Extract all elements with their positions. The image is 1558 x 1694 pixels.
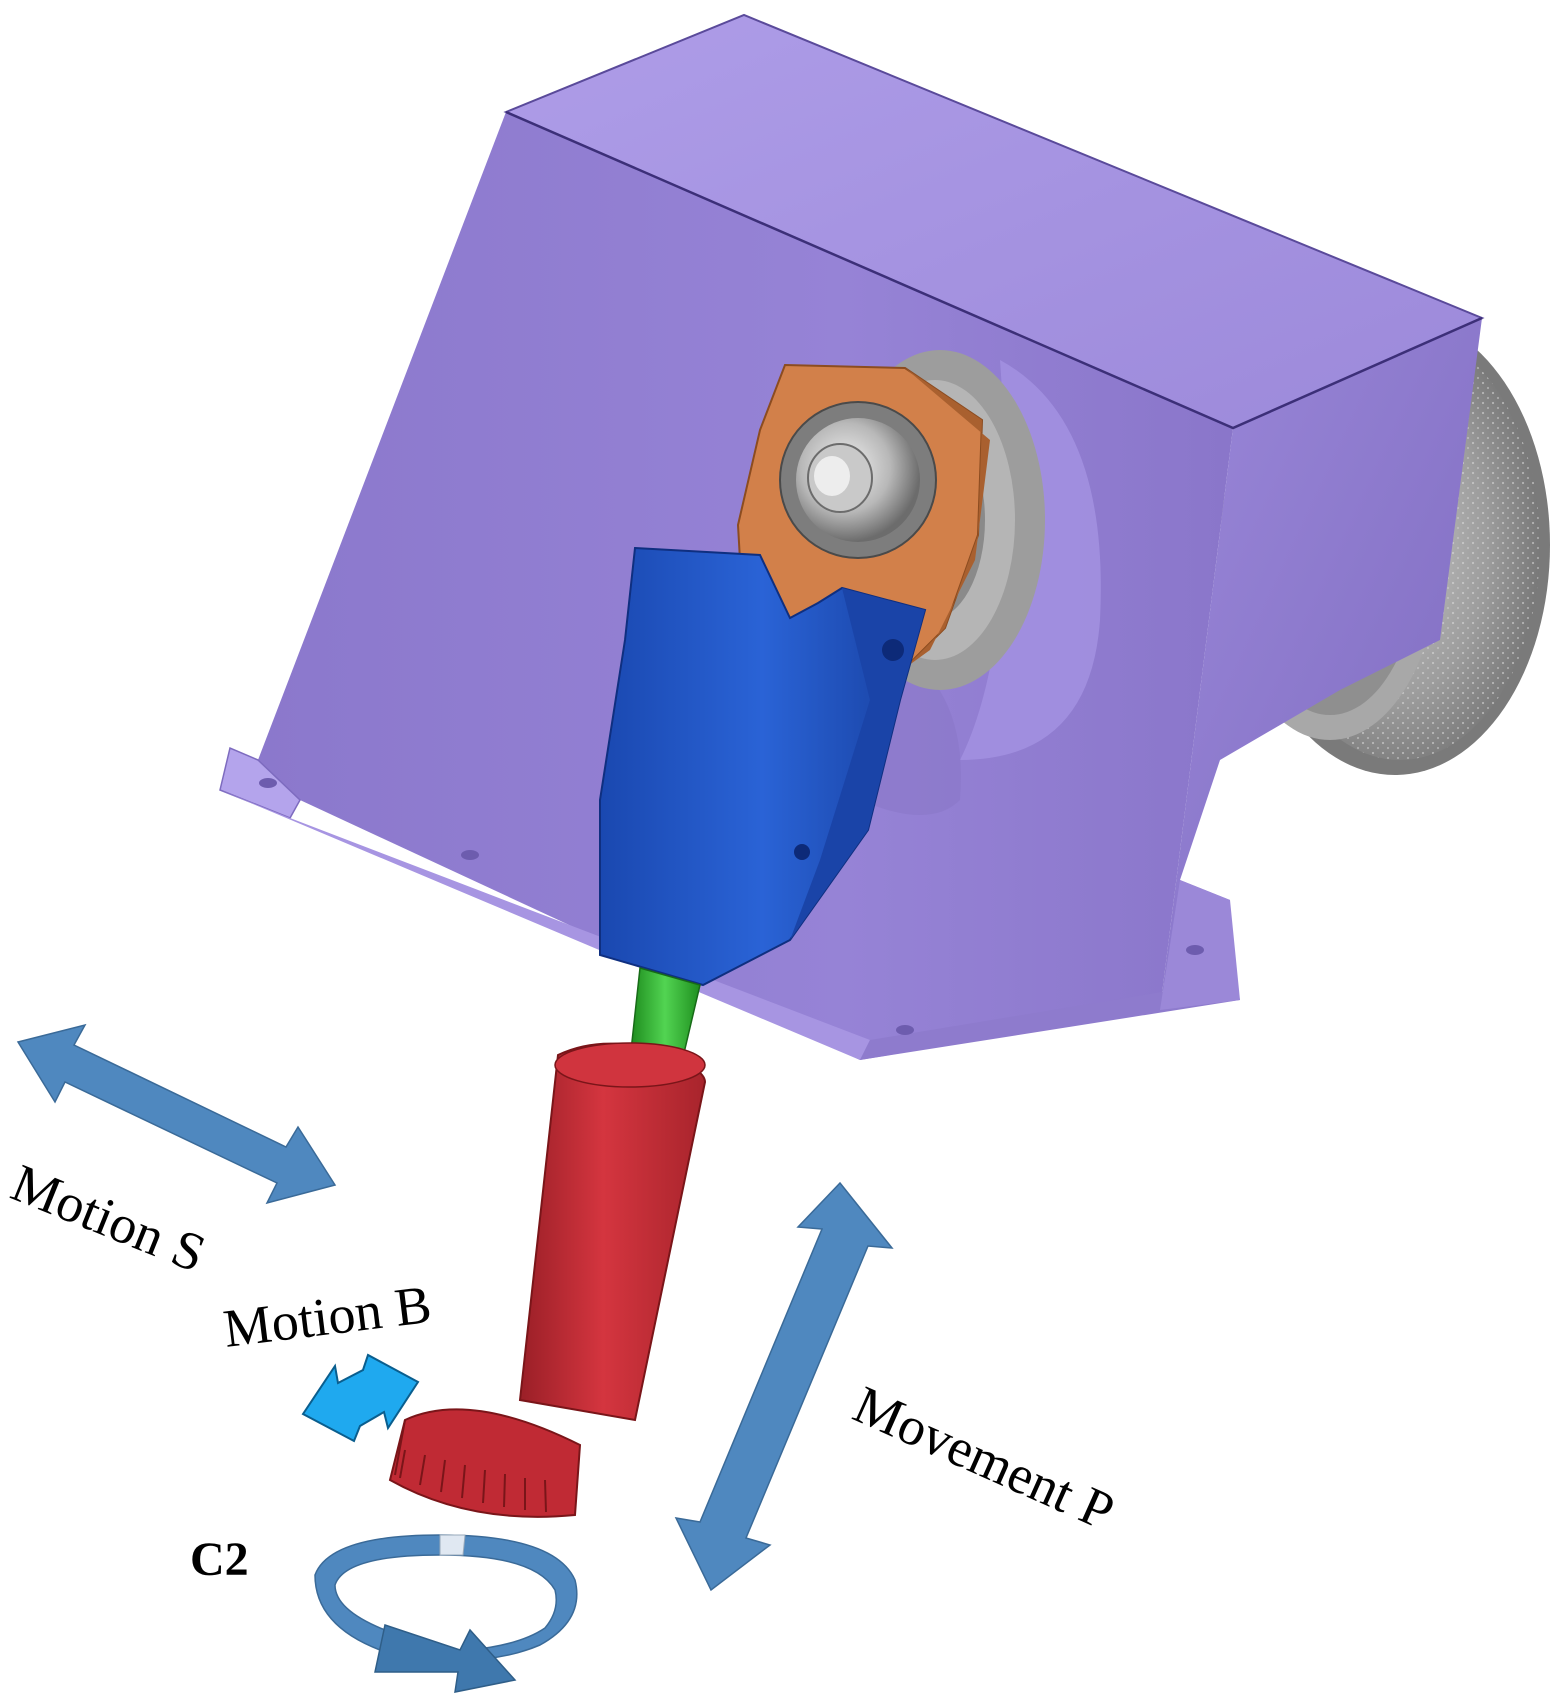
movement-p-label: Movement P: [845, 1374, 1123, 1542]
motion-s-label: Motion S: [4, 1152, 214, 1284]
motion-b-label: Motion B: [220, 1274, 434, 1359]
connecting-rod: [599, 546, 927, 987]
c2-label: C2: [190, 1533, 249, 1586]
gearbox-housing: [219, 13, 1485, 1060]
movement-p-arrow: [674, 1181, 894, 1592]
motion-b-arrow: [301, 1353, 420, 1443]
motion-s-arrow: [16, 1023, 337, 1205]
c2-rotation-arrow: [314, 1534, 578, 1693]
tool-shaft: [388, 1042, 707, 1518]
